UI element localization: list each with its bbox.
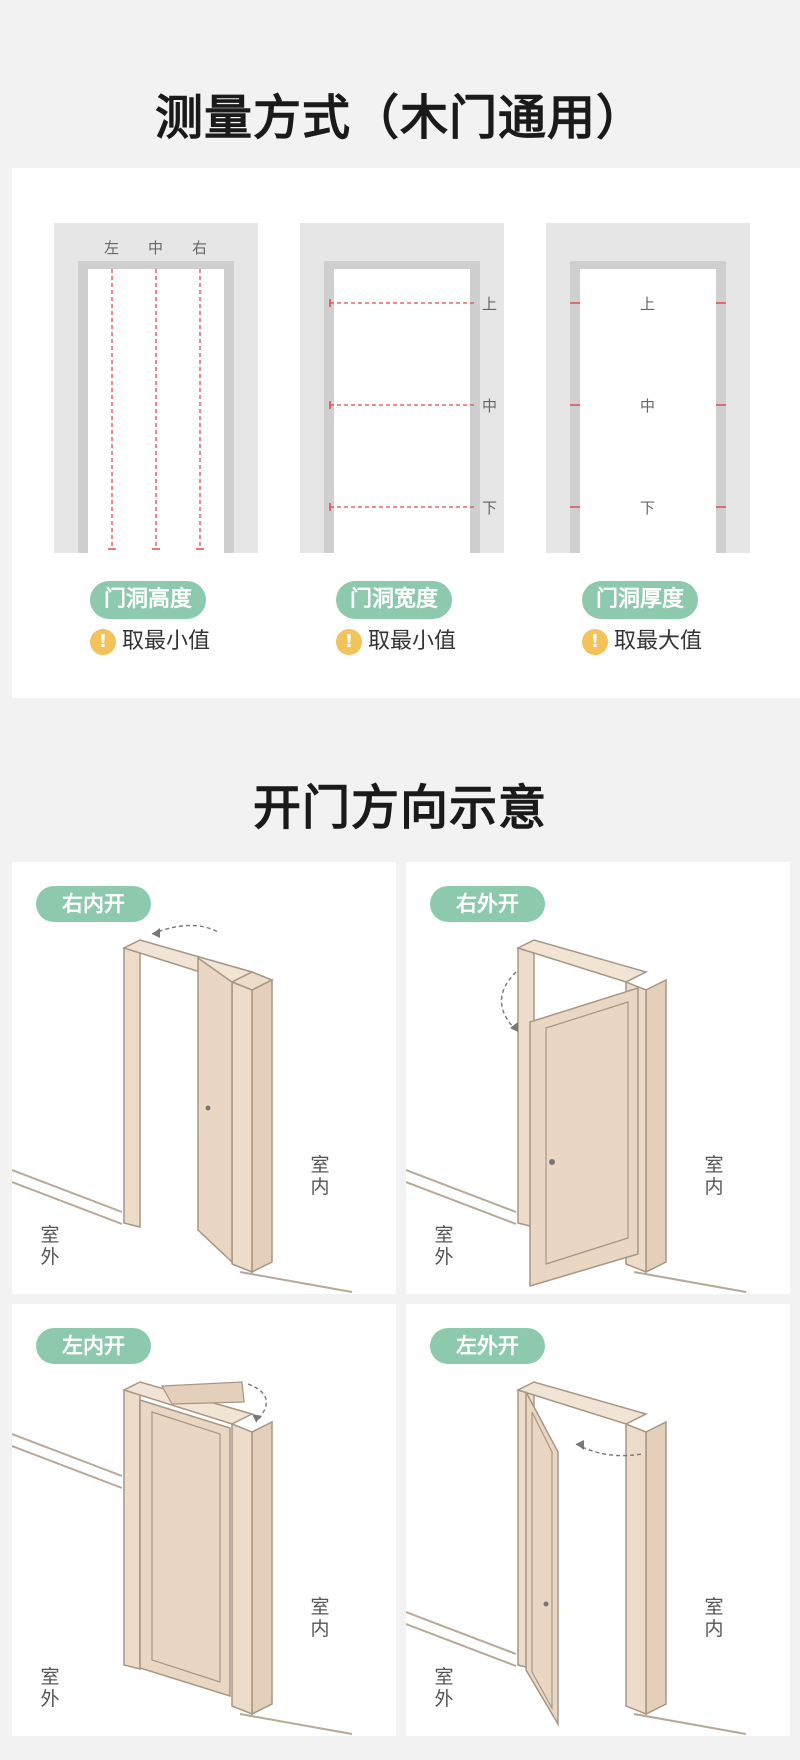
door-card-left-outward: 左外开 室内 室外: [406, 1304, 790, 1736]
frame-label-middle: 中: [640, 397, 656, 415]
frame-label-left: 左: [104, 239, 120, 257]
frame-label-top: 上: [640, 295, 656, 313]
inside-label: 室内: [310, 1596, 330, 1640]
outside-label: 室外: [434, 1224, 454, 1268]
outside-label: 室外: [40, 1224, 60, 1268]
inside-label: 室内: [310, 1154, 330, 1198]
frame-label-middle: 中: [148, 239, 164, 257]
measure-width-diagram: 上 中 下: [300, 223, 504, 553]
measure-thickness-note: !取最大值: [582, 626, 702, 658]
door-label: 左内开: [36, 1328, 151, 1364]
warning-icon: !: [90, 629, 116, 655]
measure-card: 左 中 右 门洞高度 !取最小值 上 中 下 门洞宽度 !取最小值: [12, 168, 800, 698]
frame-label-right: 右: [192, 239, 208, 257]
door-card-right-inward: 右内开 室内 室外: [12, 862, 396, 1294]
frame-label-bottom: 下: [482, 499, 498, 517]
door-label: 右内开: [36, 886, 151, 922]
frame-label-bottom: 下: [640, 499, 656, 517]
inside-label: 室内: [704, 1596, 724, 1640]
measure-thickness-pill: 门洞厚度: [582, 581, 699, 619]
inside-label: 室内: [704, 1154, 724, 1198]
door-label: 右外开: [430, 886, 545, 922]
door-card-right-outward: 右外开 室内 室外: [406, 862, 790, 1294]
door-label: 左外开: [430, 1328, 545, 1364]
measure-height-diagram: 左 中 右: [54, 223, 258, 553]
frame-label-middle: 中: [482, 397, 498, 415]
warning-icon: !: [336, 629, 362, 655]
measure-width-note: !取最小值: [336, 626, 456, 658]
measure-width-pill: 门洞宽度: [336, 581, 453, 619]
measure-section-title: 测量方式（木门通用）: [154, 90, 645, 146]
door-direction-section-title: 开门方向示意: [252, 780, 547, 836]
warning-icon: !: [582, 629, 608, 655]
frame-label-top: 上: [482, 295, 498, 313]
outside-label: 室外: [434, 1666, 454, 1710]
measure-thickness-diagram: 上 中 下: [546, 223, 750, 553]
outside-label: 室外: [40, 1666, 60, 1710]
door-card-left-inward: 左内开 室内 室外: [12, 1304, 396, 1736]
measure-height-note: !取最小值: [90, 626, 210, 658]
measure-height-pill: 门洞高度: [90, 581, 207, 619]
